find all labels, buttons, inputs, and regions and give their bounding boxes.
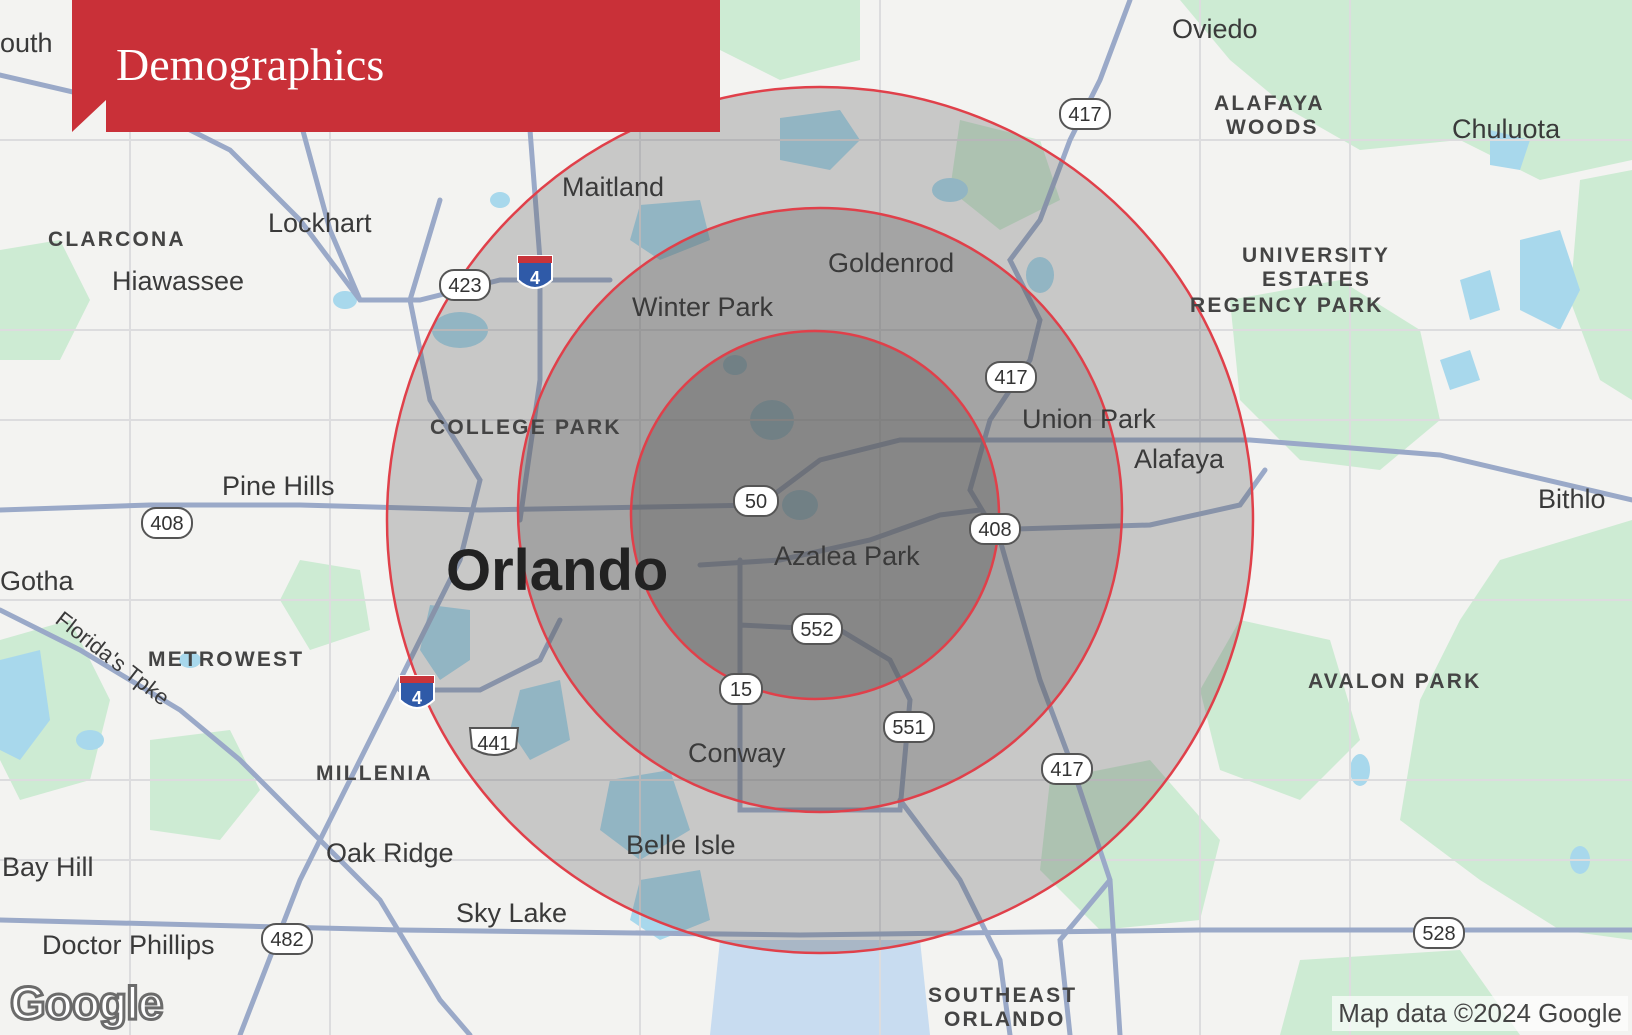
- shield-417-south: 417: [1041, 753, 1093, 785]
- shield-551: 551: [883, 711, 935, 743]
- label-alafaya-woods-2: WOODS: [1226, 116, 1319, 139]
- shield-417-mid: 417: [985, 361, 1037, 393]
- svg-text:441: 441: [477, 733, 510, 755]
- svg-text:417: 417: [1050, 759, 1083, 781]
- label-belle-isle: Belle Isle: [626, 830, 736, 860]
- shield-15: 15: [719, 673, 763, 705]
- label-university-estates-2: ESTATES: [1262, 268, 1371, 291]
- svg-text:15: 15: [730, 679, 752, 701]
- ring-outer: [385, 85, 1255, 955]
- label-university-estates-1: UNIVERSITY: [1242, 244, 1390, 267]
- label-oak-ridge: Oak Ridge: [326, 838, 454, 868]
- label-conway: Conway: [688, 738, 786, 768]
- shield-i4-north: 4: [517, 255, 553, 289]
- svg-text:4: 4: [530, 268, 540, 288]
- map-attribution: Map data ©2024 Google: [1332, 996, 1628, 1031]
- radius-rings: [385, 85, 1255, 955]
- svg-text:408: 408: [150, 513, 183, 535]
- banner-tab: [72, 100, 106, 132]
- svg-text:408: 408: [978, 519, 1011, 541]
- svg-text:417: 417: [994, 367, 1027, 389]
- label-chuluota: Chuluota: [1452, 114, 1561, 144]
- shield-417-north: 417: [1059, 98, 1111, 130]
- svg-text:551: 551: [892, 717, 925, 739]
- label-millenia: MILLENIA: [316, 762, 433, 785]
- label-pine-hills: Pine Hills: [222, 471, 335, 501]
- svg-text:423: 423: [448, 275, 481, 297]
- svg-text:4: 4: [412, 688, 422, 708]
- svg-text:417: 417: [1068, 104, 1101, 126]
- shield-528: 528: [1413, 917, 1465, 949]
- ring-middle: [516, 206, 1124, 814]
- svg-text:482: 482: [270, 929, 303, 951]
- label-alafaya-woods-1: ALAFAYA: [1214, 92, 1325, 115]
- shield-i4-south: 4: [399, 675, 435, 709]
- label-orlando: Orlando: [446, 538, 668, 603]
- demographics-banner: Demographics: [72, 0, 720, 132]
- label-oviedo: Oviedo: [1172, 14, 1258, 44]
- label-winter-park: Winter Park: [632, 292, 774, 322]
- label-maitland: Maitland: [562, 172, 664, 202]
- label-college-park: COLLEGE PARK: [430, 416, 622, 439]
- label-goldenrod: Goldenrod: [828, 248, 954, 278]
- shield-408-west: 408: [141, 507, 193, 539]
- svg-text:50: 50: [745, 491, 767, 513]
- shield-552: 552: [791, 613, 843, 645]
- google-logo[interactable]: Google: [8, 976, 164, 1031]
- route-shields: 417 423 4 417 50 408 408 552 15 4 441 55…: [141, 98, 1465, 955]
- label-lockhart: Lockhart: [268, 208, 372, 238]
- label-sky-lake: Sky Lake: [456, 898, 567, 928]
- shield-423: 423: [439, 269, 491, 301]
- label-bithlo: Bithlo: [1538, 484, 1606, 514]
- label-bay-hill: Bay Hill: [2, 852, 94, 882]
- label-southeast-orlando-2: ORLANDO: [944, 1008, 1066, 1031]
- label-southeast-orlando-1: SOUTHEAST: [928, 984, 1077, 1007]
- label-doctor-phillips: Doctor Phillips: [42, 930, 215, 960]
- label-regency-park: REGENCY PARK: [1190, 294, 1384, 317]
- label-avalon-park: AVALON PARK: [1308, 670, 1482, 693]
- water-bodies: [0, 110, 1590, 1035]
- shield-441: 441: [468, 727, 520, 756]
- shield-482: 482: [261, 923, 313, 955]
- label-hiawassee: Hiawassee: [112, 266, 244, 296]
- svg-text:552: 552: [800, 619, 833, 641]
- label-metrowest: METROWEST: [148, 648, 304, 671]
- label-union-park: Union Park: [1022, 404, 1156, 434]
- label-south: outh: [0, 28, 53, 58]
- label-gotha: Gotha: [0, 566, 75, 596]
- label-clarcona: CLARCONA: [48, 228, 186, 251]
- svg-text:528: 528: [1422, 923, 1455, 945]
- label-alafaya: Alafaya: [1134, 444, 1225, 474]
- shield-50: 50: [733, 485, 779, 517]
- shield-408-east: 408: [969, 513, 1021, 545]
- label-azalea-park: Azalea Park: [774, 541, 920, 571]
- banner-title: Demographics: [116, 39, 385, 90]
